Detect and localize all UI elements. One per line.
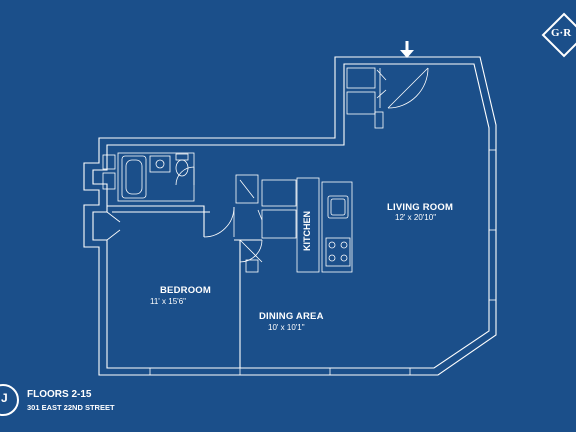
exterior-wall-outer [83, 56, 497, 376]
entry-door [387, 67, 429, 109]
bedroom-dims: 11' x 15'6" [150, 297, 186, 306]
window-marks [149, 149, 496, 375]
pantry-closets [235, 174, 297, 239]
unit-letter: J [1, 391, 8, 405]
arrow-down-icon [400, 41, 414, 58]
dining-area-dims: 10' x 10'1" [268, 323, 305, 332]
brand-logo-text: G·R [551, 27, 572, 39]
kitchen-counter [296, 177, 353, 273]
brand-logo-diamond [541, 12, 576, 58]
entry-closets [346, 67, 387, 129]
floors-label: FLOORS 2-15 [27, 389, 92, 400]
dining-area-label: DINING AREA [259, 311, 324, 322]
kitchen-label: KITCHEN [302, 211, 312, 251]
living-room-label: LIVING ROOM [387, 202, 454, 213]
interior-walls [107, 205, 263, 368]
bedroom-label: BEDROOM [160, 285, 212, 296]
hall-closets [102, 154, 121, 241]
exterior-wall-inner [92, 63, 490, 369]
bathroom [117, 152, 195, 202]
living-room-dims: 12' x 20'10" [395, 213, 437, 222]
address-label: 301 EAST 22ND STREET [27, 403, 115, 412]
